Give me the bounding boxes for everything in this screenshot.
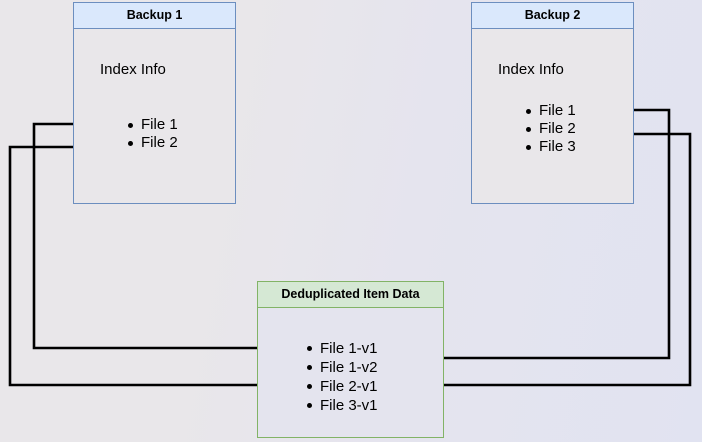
connector-backup2-file2-to-file2v1 [395,132,692,390]
list-item: File 3-v1 [303,396,378,415]
backup-1-index-info-label: Index Info [100,61,166,78]
backup-2-file-list: File 1 File 2 File 3 [522,102,576,156]
list-item: File 1 [124,116,178,134]
connector-backup1-file2-to-file2v1 [8,145,293,390]
list-item: File 2-v1 [303,377,378,396]
node-deduplicated-item-data-body: File 1-v1 File 1-v2 File 2-v1 File 3-v1 [258,308,443,437]
list-item: File 2 [124,134,178,152]
node-backup-2-title: Backup 2 [472,3,633,29]
list-item: File 3 [522,138,576,156]
node-backup-1-title: Backup 1 [74,3,235,29]
node-backup-2[interactable]: Backup 2 Index Info File 1 File 2 File 3 [471,2,634,204]
list-item: File 1-v2 [303,358,378,377]
connector-backup2-file1-to-file1v2 [395,108,671,363]
backup-2-index-info-label: Index Info [498,61,564,78]
node-backup-1-body: Index Info File 1 File 2 [74,29,235,203]
list-item: File 2 [522,120,576,138]
list-item: File 1 [522,102,576,120]
node-backup-1[interactable]: Backup 1 Index Info File 1 File 2 [73,2,236,204]
dedup-item-list: File 1-v1 File 1-v2 File 2-v1 File 3-v1 [303,339,378,415]
node-deduplicated-item-data[interactable]: Deduplicated Item Data File 1-v1 File 1-… [257,281,444,438]
backup-1-file-list: File 1 File 2 [124,116,178,152]
node-deduplicated-item-data-title: Deduplicated Item Data [258,282,443,308]
list-item: File 1-v1 [303,339,378,358]
node-backup-2-body: Index Info File 1 File 2 File 3 [472,29,633,203]
